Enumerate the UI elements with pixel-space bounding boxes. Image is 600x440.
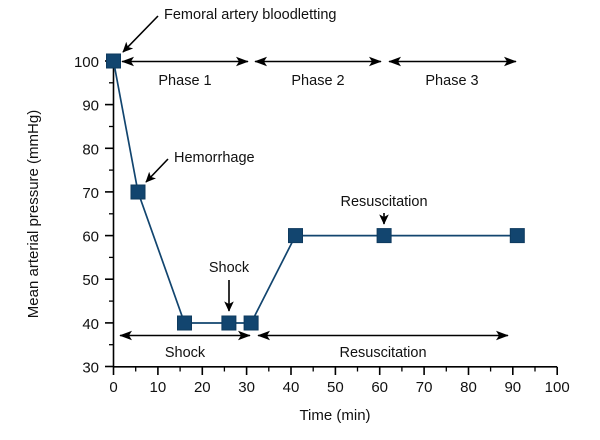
data-point-marker	[221, 315, 237, 331]
phase-1-label: Phase 1	[158, 73, 211, 89]
x-tick-70: 70	[416, 379, 433, 396]
y-tick-50: 50	[82, 272, 99, 289]
annotation-hemorrhage-label: Hemorrhage	[174, 150, 255, 166]
x-tick-0: 0	[109, 379, 117, 396]
y-tick-60: 60	[82, 229, 99, 246]
y-tick-100: 100	[74, 54, 99, 71]
x-tick-80: 80	[460, 379, 477, 396]
annotation-shock-label: Shock	[209, 260, 250, 276]
phase-bracket-1: Phase 1	[121, 56, 249, 89]
data-point-marker	[130, 184, 146, 200]
annotation-resuscitation-label: Resuscitation	[340, 194, 427, 210]
band-shock-label: Shock	[165, 345, 206, 361]
annotation-shock: Shock	[209, 260, 250, 312]
x-tick-40: 40	[283, 379, 300, 396]
y-tick-90: 90	[82, 98, 99, 115]
data-point-marker	[243, 315, 259, 331]
data-point-marker	[106, 53, 121, 69]
annotation-bloodletting: Femoral artery bloodletting	[122, 7, 336, 53]
data-point-marker	[177, 315, 192, 331]
x-tick-30: 30	[238, 379, 255, 396]
x-tick-20: 20	[194, 379, 211, 396]
y-tick-30: 30	[82, 360, 99, 377]
annotation-resuscitation: Resuscitation	[340, 194, 428, 225]
phase-bracket-3: Phase 3	[388, 56, 517, 89]
x-axis-title: Time (min)	[299, 407, 370, 424]
annotation-hemorrhage: Hemorrhage	[145, 150, 255, 183]
data-point-marker	[376, 228, 392, 244]
x-tick-labels: 0 10 20 30 40 50 60 70 80 90 100	[109, 379, 569, 396]
x-axis	[112, 365, 559, 375]
y-axis-title: Mean arterial pressure (mmHg)	[25, 110, 42, 318]
annotation-arrow-icon	[122, 15, 159, 53]
y-tick-80: 80	[82, 141, 99, 158]
x-tick-90: 90	[504, 379, 521, 396]
annotation-arrow-icon	[145, 158, 169, 183]
y-axis	[105, 60, 115, 368]
x-tick-100: 100	[545, 379, 570, 396]
band-resuscitation-label: Resuscitation	[339, 345, 426, 361]
annotation-bloodletting-label: Femoral artery bloodletting	[164, 7, 336, 23]
band-bracket-shock: Shock	[119, 330, 251, 361]
band-bracket-resuscitation: Resuscitation	[257, 330, 509, 361]
y-tick-40: 40	[82, 316, 99, 333]
y-tick-labels: 100 90 80 70 60 50 40 30	[74, 54, 99, 377]
data-point-marker	[509, 228, 525, 244]
x-tick-50: 50	[327, 379, 344, 396]
x-tick-60: 60	[371, 379, 388, 396]
series-mean-arterial-pressure	[106, 53, 525, 331]
phase-2-label: Phase 2	[291, 73, 344, 89]
y-tick-70: 70	[82, 185, 99, 202]
x-tick-10: 10	[150, 379, 167, 396]
phase-3-label: Phase 3	[425, 73, 478, 89]
phase-bracket-2: Phase 2	[254, 56, 382, 89]
data-point-marker	[288, 228, 303, 244]
